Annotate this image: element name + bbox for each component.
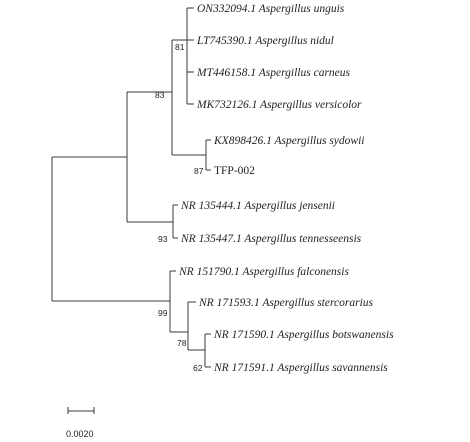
taxon-label-tennesseensis: NR 135447.1 Aspergillus tennesseensis — [180, 233, 362, 245]
taxon-label-stercorarius: NR 171593.1 Aspergillus stercorarius — [198, 297, 374, 309]
taxon-label-unguis: ON332094.1 Aspergillus unguis — [197, 3, 345, 15]
taxon-label-tfp-002: TFP-002 — [214, 165, 255, 177]
bootstrap-value-83: 83 — [155, 90, 165, 100]
scale-bar-label: 0.0020 — [66, 429, 94, 439]
scale-bar: 0.0020 — [66, 407, 95, 439]
taxon-label-sydowii: KX898426.1 Aspergillus sydowii — [213, 135, 364, 147]
taxon-label-carneus: MT446158.1 Aspergillus carneus — [196, 67, 351, 79]
bootstrap-value-87: 87 — [194, 166, 204, 176]
taxon-label-nidul: LT745390.1 Aspergillus nidul — [196, 35, 334, 47]
taxon-label-botswanensis: NR 171590.1 Aspergillus botswanensis — [213, 329, 394, 341]
bootstrap-values: 81 83 87 93 99 78 62 — [155, 42, 204, 373]
bootstrap-value-78: 78 — [177, 338, 187, 348]
taxon-label-falconensis: NR 151790.1 Aspergillus falconensis — [178, 266, 349, 278]
taxon-label-jensenii: NR 135444.1 Aspergillus jensenii — [180, 200, 335, 212]
bootstrap-value-93: 93 — [158, 234, 168, 244]
taxon-label-versicolor: MK732126.1 Aspergillus versicolor — [196, 99, 362, 111]
taxon-label-savannensis: NR 171591.1 Aspergillus savannensis — [213, 362, 388, 374]
bootstrap-value-81: 81 — [175, 42, 185, 52]
tree-branches — [51, 7, 211, 368]
bootstrap-value-62: 62 — [193, 363, 203, 373]
taxon-labels: ON332094.1 Aspergillus unguis LT745390.1… — [178, 3, 394, 374]
bootstrap-value-99: 99 — [158, 308, 168, 318]
